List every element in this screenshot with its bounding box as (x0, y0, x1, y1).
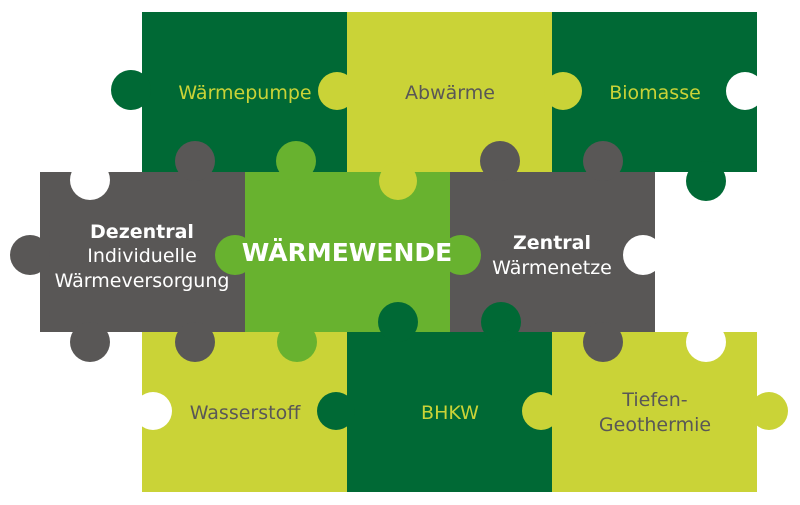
label-waermepumpe: Wärmepumpe (178, 82, 311, 104)
label-wasserstoff: Wasserstoff (190, 402, 301, 424)
piece-biomasse (552, 12, 757, 172)
puzzle-knobs (10, 70, 788, 430)
piece-waermepumpe (142, 12, 347, 172)
label-zentral-title: Zentral (513, 232, 591, 254)
label-tiefen-line1: Tiefen- (621, 389, 687, 411)
piece-tiefengeothermie (552, 332, 757, 492)
label-bhkw: BHKW (421, 402, 479, 424)
label-tiefen-line2: Geothermie (599, 414, 711, 436)
label-waermewende: WÄRMEWENDE (242, 237, 452, 267)
label-biomasse: Biomasse (609, 82, 701, 104)
label-dezentral-title: Dezentral (90, 221, 194, 243)
piece-dezentral (40, 172, 245, 332)
piece-abwaerme (347, 12, 552, 172)
piece-waermewende (245, 172, 450, 332)
piece-zentral (450, 172, 655, 332)
piece-bhkw (347, 332, 552, 492)
piece-wasserstoff (142, 332, 347, 492)
label-dezentral-line2: Wärmeversorgung (55, 270, 230, 292)
label-zentral-line1: Wärmenetze (492, 257, 612, 279)
label-abwaerme: Abwärme (405, 82, 495, 104)
label-dezentral-line1: Individuelle (87, 245, 197, 267)
